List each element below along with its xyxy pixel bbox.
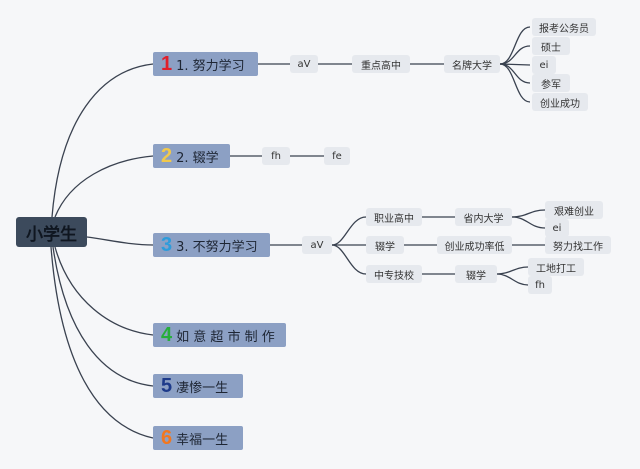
b2-fh-node[interactable]: fh bbox=[262, 147, 290, 165]
b3-av-node[interactable]: aV bbox=[302, 236, 332, 254]
branch-number-5: 5 bbox=[161, 375, 173, 397]
b3-outcome-node[interactable]: 工地打工 bbox=[528, 258, 584, 276]
node-label: 辍学 bbox=[375, 241, 395, 253]
b3-path-node[interactable]: 辍学 bbox=[366, 236, 404, 254]
node-label: 艰难创业 bbox=[554, 206, 594, 218]
branch-number-2: 2 bbox=[161, 145, 173, 167]
edge-root-b2 bbox=[54, 155, 154, 218]
edge-root-b1 bbox=[51, 63, 154, 218]
node-label: aV bbox=[297, 58, 311, 70]
node-label: 重点高中 bbox=[361, 60, 401, 72]
branch-number-6: 6 bbox=[161, 427, 173, 449]
node-label: fh bbox=[535, 279, 545, 291]
edge-root-b3 bbox=[86, 236, 154, 246]
branch-number-4: 4 bbox=[161, 324, 173, 346]
branch-label: 凄惨一生 bbox=[176, 380, 229, 396]
branch-miserable-life[interactable]: 5 凄惨一生 bbox=[153, 374, 243, 398]
b3-outcome-node[interactable]: fh bbox=[528, 276, 552, 294]
branch-label: 2. 辍学 bbox=[176, 150, 219, 166]
node-label: 中专技校 bbox=[374, 270, 414, 282]
node-label: 参军 bbox=[541, 79, 561, 91]
branch-study-hard[interactable]: 1 1. 努力学习 bbox=[153, 52, 258, 76]
b3-path-node[interactable]: 中专技校 bbox=[366, 265, 422, 283]
node-label: ei bbox=[539, 59, 549, 71]
node-label: aV bbox=[310, 239, 324, 251]
root-node[interactable]: 小学生 bbox=[16, 217, 87, 247]
node-label: 报考公务员 bbox=[539, 23, 589, 35]
branch-not-study-hard[interactable]: 3 3. 不努力学习 bbox=[153, 233, 270, 257]
node-label: 辍学 bbox=[466, 270, 486, 282]
node-label: 创业成功率低 bbox=[444, 241, 505, 253]
b2-fe-node[interactable]: fe bbox=[324, 147, 350, 165]
b1-university-node[interactable]: 名牌大学 bbox=[444, 55, 500, 73]
edge-root-b5 bbox=[52, 246, 154, 387]
b3-next-node[interactable]: 辍学 bbox=[455, 265, 497, 283]
branch-label: 幸福一生 bbox=[176, 432, 229, 448]
branch-label: 1. 努力学习 bbox=[176, 58, 245, 74]
node-label: 工地打工 bbox=[536, 263, 576, 275]
b3-outcome-node[interactable]: 努力找工作 bbox=[545, 236, 611, 254]
b1-outcome-node[interactable]: 创业成功 bbox=[532, 93, 588, 111]
branch-dropout[interactable]: 2 2. 辍学 bbox=[153, 144, 230, 168]
b1-av-node[interactable]: aV bbox=[290, 55, 318, 73]
root-label: 小学生 bbox=[26, 224, 77, 245]
b3-outcome-node[interactable]: 艰难创业 bbox=[545, 201, 603, 219]
branch-number-1: 1 bbox=[161, 53, 173, 75]
b3-outcome-node[interactable]: ei bbox=[545, 219, 569, 237]
b3-path-node[interactable]: 职业高中 bbox=[366, 208, 422, 226]
node-label: ei bbox=[552, 222, 562, 234]
b1-outcome-node[interactable]: 硕士 bbox=[532, 37, 570, 55]
b3-next-node[interactable]: 省内大学 bbox=[455, 208, 512, 226]
node-label: 创业成功 bbox=[540, 98, 580, 110]
node-label: fh bbox=[271, 150, 281, 162]
b1-outcome-node[interactable]: 参军 bbox=[532, 74, 570, 92]
node-label: 硕士 bbox=[541, 42, 561, 54]
node-label: 名牌大学 bbox=[452, 60, 492, 72]
branch-number-3: 3 bbox=[161, 234, 173, 256]
branch-supermarket[interactable]: 4 如 意 超 市 制 作 bbox=[153, 323, 286, 347]
branch-label: 3. 不努力学习 bbox=[176, 239, 258, 255]
b1-school-node[interactable]: 重点高中 bbox=[352, 55, 410, 73]
node-label: 省内大学 bbox=[463, 213, 504, 225]
node-label: 职业高中 bbox=[374, 213, 414, 225]
b1-outcome-node[interactable]: ei bbox=[532, 56, 556, 74]
branch-happy-life[interactable]: 6 幸福一生 bbox=[153, 426, 243, 450]
edge-root-b4 bbox=[54, 246, 154, 336]
node-label: 努力找工作 bbox=[553, 241, 603, 253]
branch-label: 如 意 超 市 制 作 bbox=[176, 329, 275, 345]
b3-next-node[interactable]: 创业成功率低 bbox=[437, 236, 512, 254]
edge-root-b6 bbox=[50, 246, 154, 439]
b1-outcome-node[interactable]: 报考公务员 bbox=[532, 18, 596, 36]
node-label: fe bbox=[332, 150, 342, 162]
